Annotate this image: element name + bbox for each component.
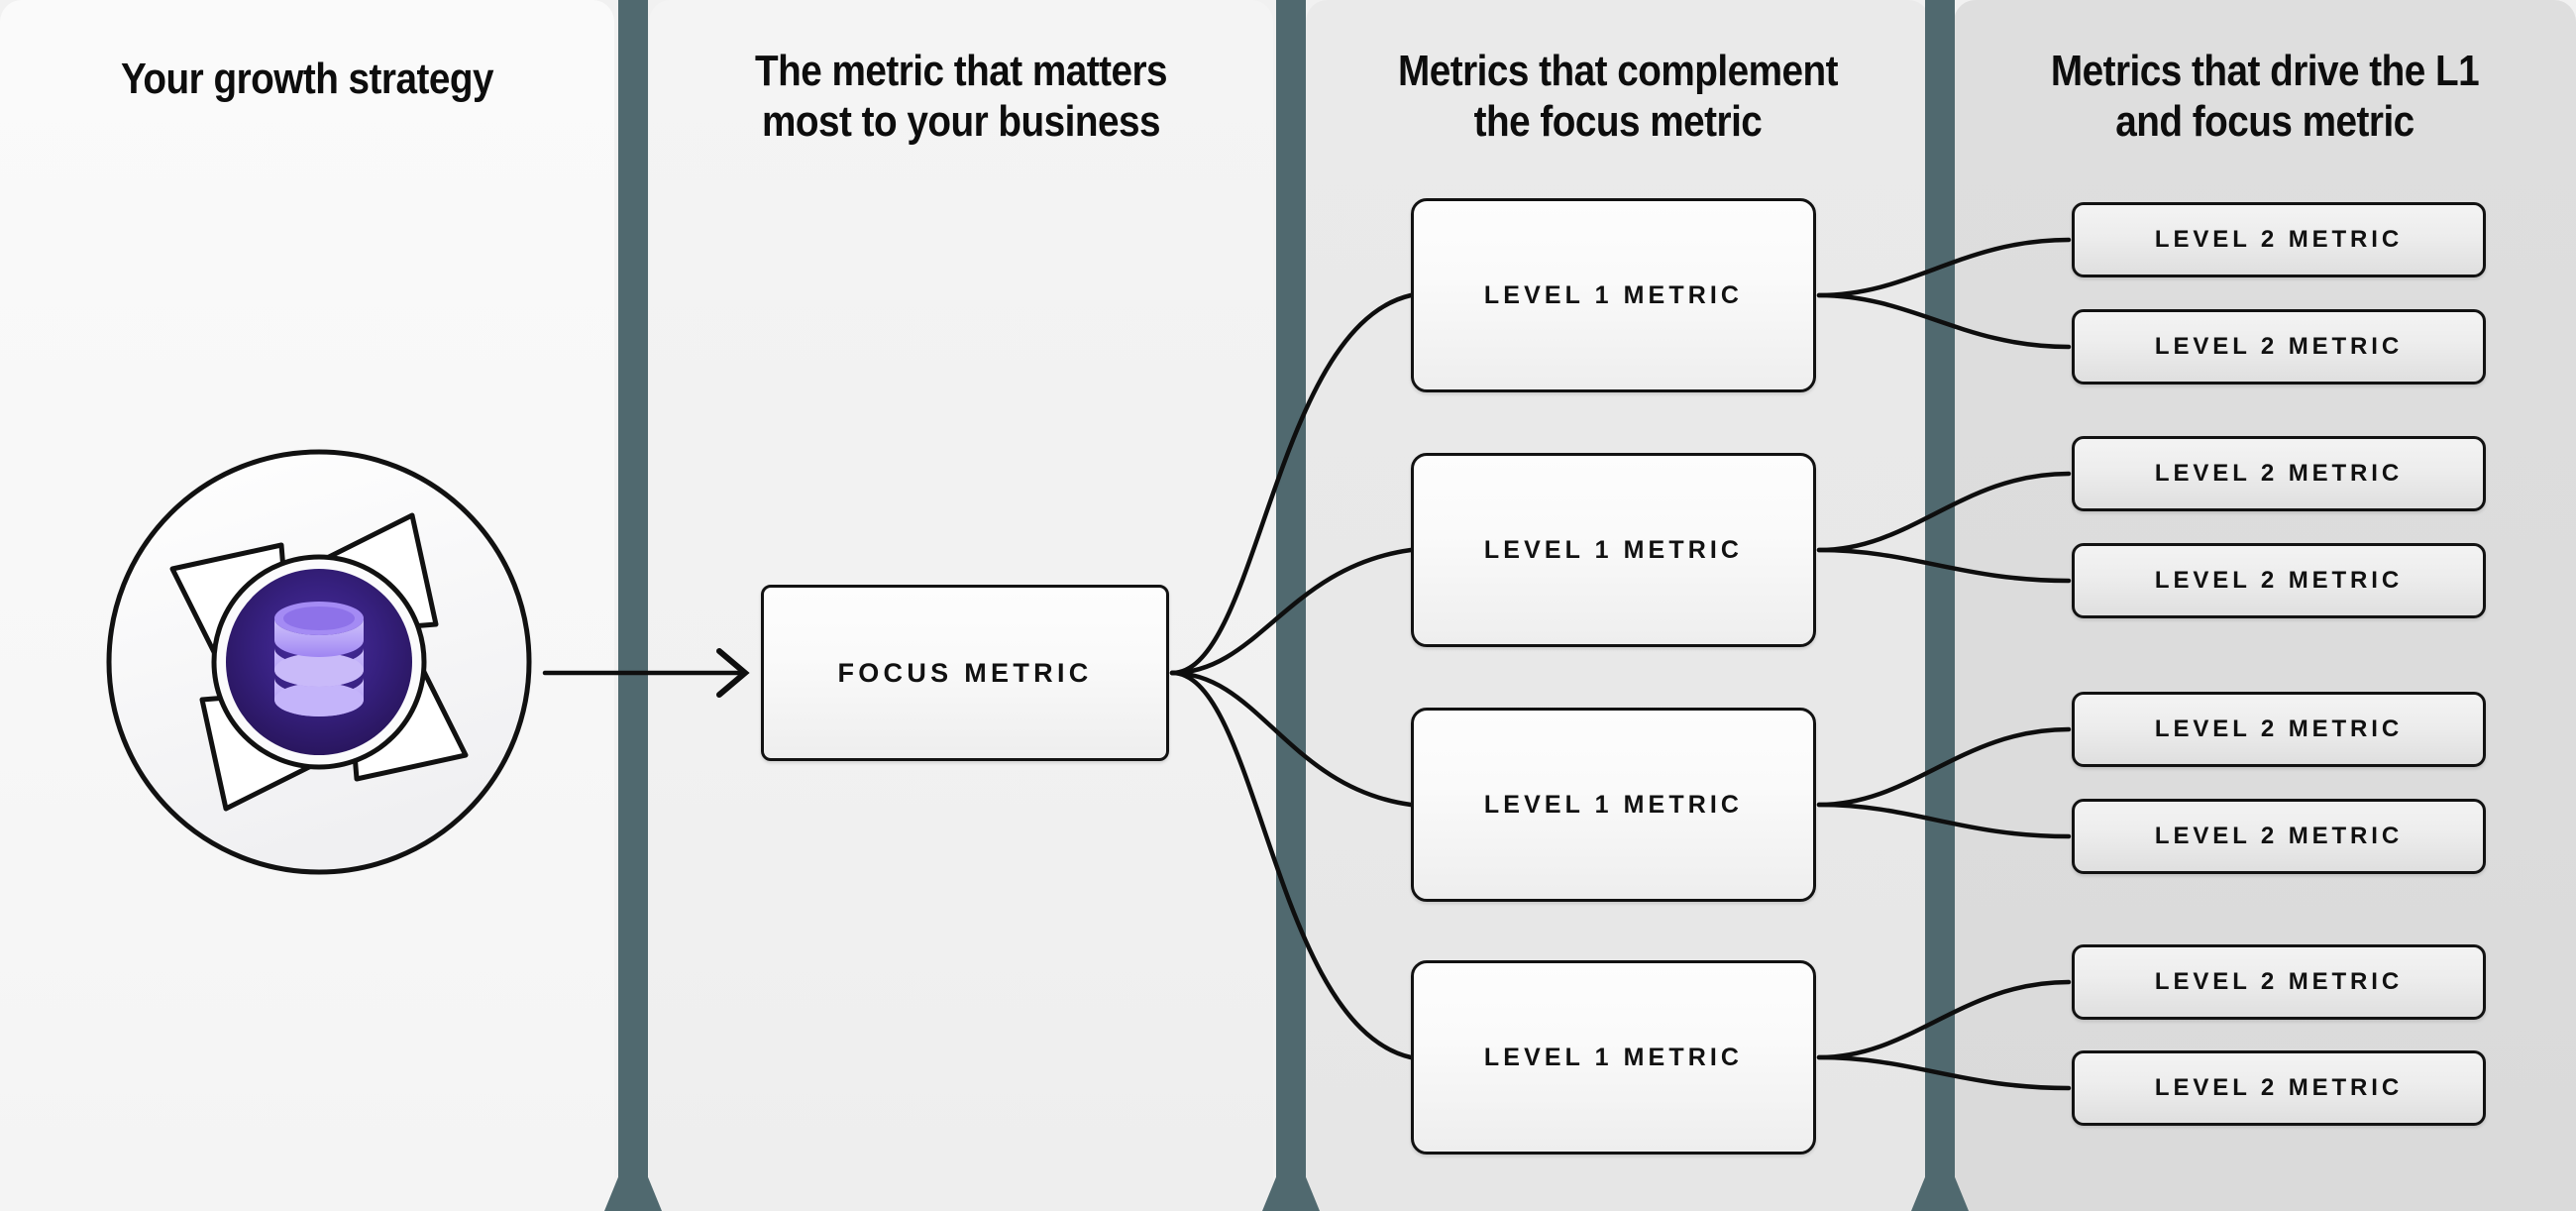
level2-metric-box-4[interactable]: Level 2 Metric [2072, 543, 2486, 618]
level2-metric-box-2[interactable]: Level 2 Metric [2072, 309, 2486, 385]
panel-separator-1 [604, 0, 662, 1211]
database-stack-icon [274, 602, 364, 716]
column-header-strategy: Your growth strategy [121, 55, 493, 103]
level2-metric-box-7[interactable]: Level 2 Metric [2072, 944, 2486, 1020]
column-header-level1: Metrics that complement the focus metric [1397, 47, 1839, 147]
level2-metric-box-3[interactable]: Level 2 Metric [2072, 436, 2486, 511]
level1-metric-box-4[interactable]: Level 1 Metric [1411, 960, 1816, 1155]
database-pinwheel-logo [106, 449, 532, 875]
level2-metric-box-8[interactable]: Level 2 Metric [2072, 1050, 2486, 1126]
column-header-focus: The metric that matters most to your bus… [754, 47, 1168, 147]
level1-metric-box-3[interactable]: Level 1 Metric [1411, 708, 1816, 902]
focus-metric-box[interactable]: Focus Metric [761, 585, 1169, 761]
level1-metric-box-1[interactable]: Level 1 Metric [1411, 198, 1816, 392]
panel-separator-3 [1911, 0, 1969, 1211]
panel-separator-2 [1262, 0, 1320, 1211]
level2-metric-box-6[interactable]: Level 2 Metric [2072, 799, 2486, 874]
level1-metric-box-2[interactable]: Level 1 Metric [1411, 453, 1816, 647]
column-header-level2: Metrics that drive the L1 and focus metr… [2050, 47, 2480, 147]
level2-metric-box-5[interactable]: Level 2 Metric [2072, 692, 2486, 767]
level2-metric-box-1[interactable]: Level 2 Metric [2072, 202, 2486, 277]
